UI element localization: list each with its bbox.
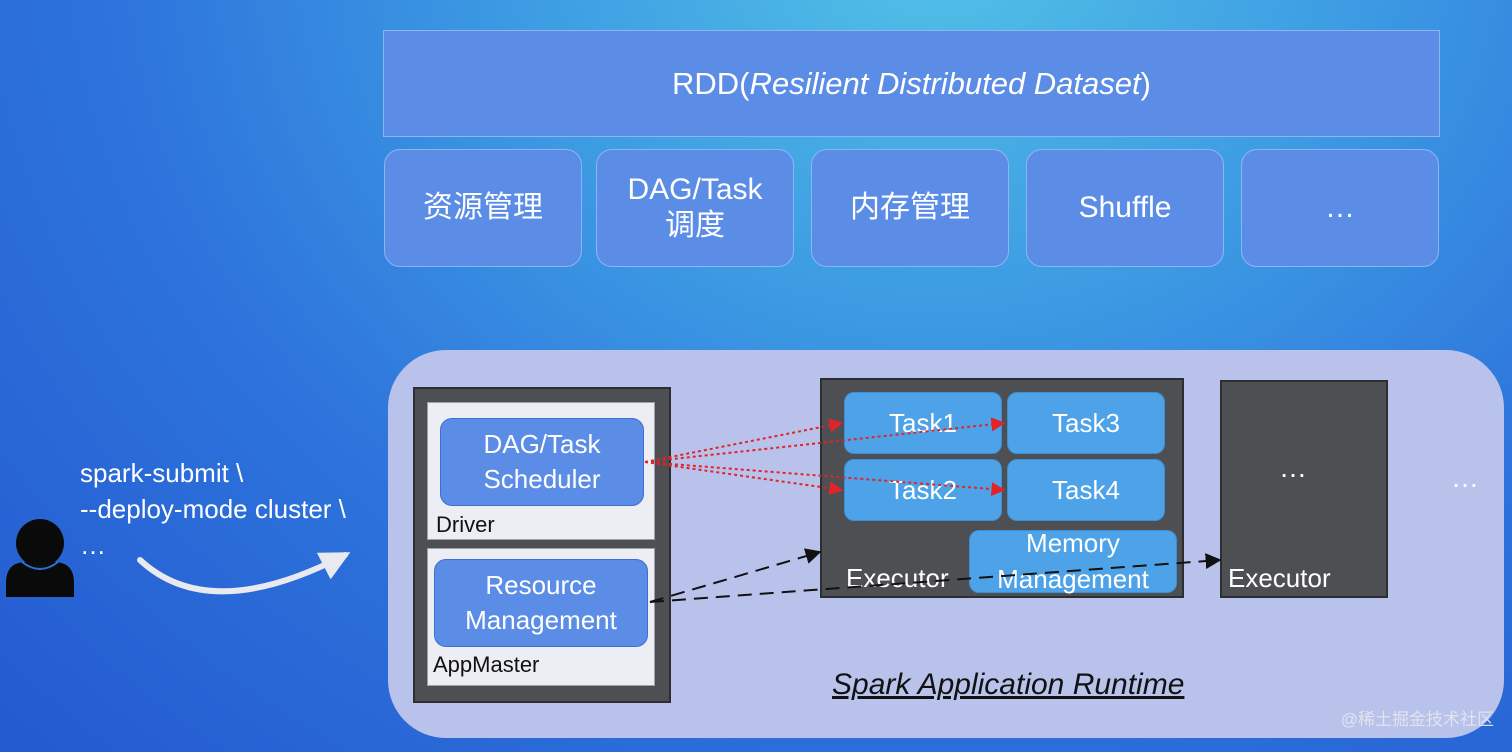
module-memory-management: 内存管理 xyxy=(811,149,1009,267)
module-more: … xyxy=(1241,149,1439,267)
memory-management-box: Memory Management xyxy=(969,528,1177,594)
watermark: @稀土掘金技术社区 xyxy=(1340,710,1494,729)
task-1: Task1 xyxy=(844,392,1002,454)
user-icon xyxy=(6,519,74,597)
spark-submit-command: spark-submit \ --deploy-mode cluster \ … xyxy=(80,458,346,560)
task-4: Task4 xyxy=(1007,459,1165,521)
more-executors-ellipsis: … xyxy=(1451,462,1479,493)
resource-management-box: Resource Management xyxy=(434,559,648,647)
driver-label: Driver xyxy=(436,512,495,537)
executor-second xyxy=(1220,380,1388,598)
rdd-suffix: ) xyxy=(1140,65,1151,101)
module-shuffle: Shuffle xyxy=(1026,149,1224,267)
rdd-prefix: RDD( xyxy=(672,65,750,101)
task-2: Task2 xyxy=(844,459,1002,521)
rdd-bar: RDD(Resilient Distributed Dataset) xyxy=(383,30,1440,137)
executor-second-label: Executor xyxy=(1228,563,1331,593)
module-resource-management: 资源管理 xyxy=(384,149,582,267)
executor-main-label: Executor xyxy=(846,563,949,593)
executor-second-ellipsis: … xyxy=(1279,452,1307,483)
module-dag-task-scheduling: DAG/Task 调度 xyxy=(596,149,794,267)
dag-task-scheduler-box: DAG/Task Scheduler xyxy=(440,418,644,506)
appmaster-label: AppMaster xyxy=(433,652,540,677)
task-3: Task3 xyxy=(1007,392,1165,454)
rdd-italic-text: Resilient Distributed Dataset xyxy=(749,65,1141,101)
runtime-caption: Spark Application Runtime xyxy=(832,668,1185,701)
